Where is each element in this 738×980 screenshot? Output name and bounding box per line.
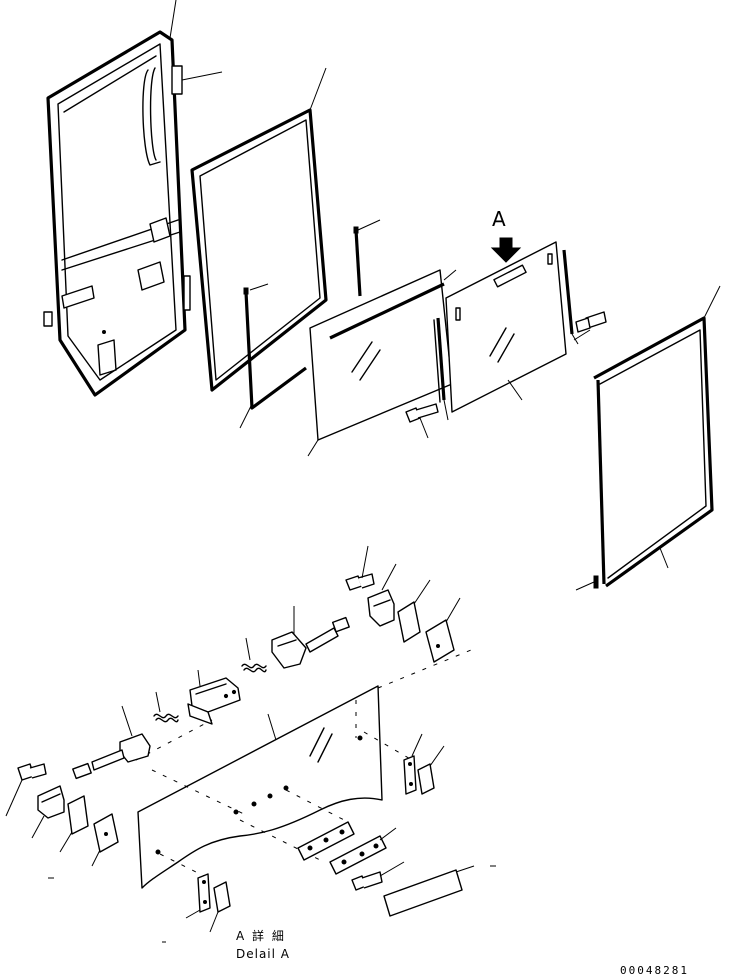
pad-upper-1 — [397, 579, 431, 643]
plate-lower-left — [185, 873, 211, 919]
drawing-number: 00048281 — [620, 964, 689, 977]
seal-strip-left — [239, 283, 307, 429]
latch-hook — [271, 606, 350, 669]
strip-plate-2 — [329, 827, 397, 875]
detail-caption-english: Delail A — [236, 947, 290, 961]
bolt-detail-left — [5, 763, 47, 817]
pad-upper-2 — [425, 597, 461, 663]
lock-bracket — [187, 669, 241, 725]
strip-plate-1 — [297, 821, 355, 861]
fixed-glass — [307, 269, 457, 457]
bolt-glass-right — [573, 311, 607, 341]
glass-retainer — [433, 249, 579, 421]
detail-caption-japanese: A 詳 細 — [236, 928, 286, 943]
spring-upper — [241, 637, 267, 673]
pad-left-1 — [59, 795, 89, 853]
view-letter-a: A — [492, 207, 506, 231]
door-gasket — [190, 67, 328, 392]
seal-strip-center — [353, 219, 381, 297]
rear-gasket — [575, 285, 721, 591]
rubber-strip — [383, 865, 475, 917]
sliding-glass — [445, 241, 567, 413]
detail-a-glass-panel — [137, 685, 383, 889]
bolt-glass-left — [405, 403, 439, 439]
pad-left-2 — [91, 813, 119, 867]
bracket-upper — [367, 563, 397, 627]
door-frame — [43, 0, 223, 397]
bolt-detail-upper — [345, 545, 375, 591]
latch-lower — [72, 705, 151, 780]
plate-right-small — [403, 733, 423, 795]
view-arrow-a: A — [490, 207, 522, 263]
bolt-detail-lower — [351, 861, 405, 891]
bracket-left — [31, 785, 65, 839]
pad-lower-left — [209, 881, 231, 933]
pad-right-small — [417, 745, 445, 795]
spring-lower — [153, 691, 179, 723]
